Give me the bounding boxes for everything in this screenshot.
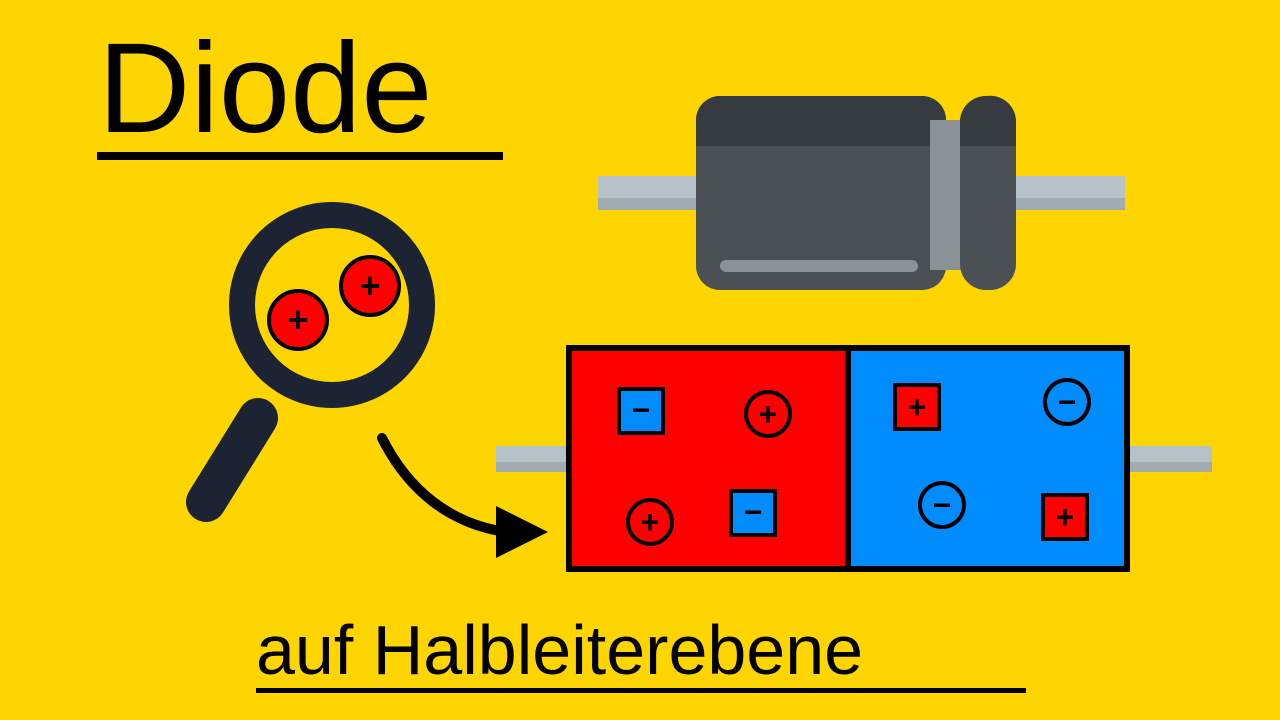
junction-lead-left-shadow xyxy=(496,462,572,472)
arrow-head xyxy=(496,506,548,558)
magnifying-glass-icon: + + xyxy=(186,202,435,522)
subtitle: auf Halbleiterebene xyxy=(256,611,864,689)
magnifier-charge-1-sign: + xyxy=(287,299,308,340)
p-ion-2 xyxy=(729,489,777,537)
p-ion-2-sign: − xyxy=(744,494,763,530)
p-hole-2 xyxy=(626,498,674,546)
magnifier-charge-2 xyxy=(339,255,401,317)
p-region xyxy=(569,348,848,569)
magnifier-charge-2-sign: + xyxy=(359,265,380,306)
p-hole-1 xyxy=(744,390,792,438)
n-electron-1-sign: − xyxy=(1058,384,1077,420)
p-hole-1-sign: + xyxy=(759,396,778,432)
pn-junction: − − + + + + − − xyxy=(496,345,1212,572)
page-title: Diode xyxy=(98,17,433,160)
p-ion-1-sign: − xyxy=(632,392,651,428)
diode-body-highlight xyxy=(696,96,946,146)
magnifier-charge-1 xyxy=(267,289,329,351)
n-ion-1-sign: + xyxy=(908,389,927,425)
n-electron-1 xyxy=(1043,378,1091,426)
n-ion-2 xyxy=(1041,493,1089,541)
diode-reflection xyxy=(720,260,918,272)
magnifier-handle xyxy=(186,398,278,522)
arrow-shaft xyxy=(377,433,511,537)
p-ion-1 xyxy=(617,387,665,435)
junction-lead-right-shadow xyxy=(1128,462,1212,472)
n-ion-2-sign: + xyxy=(1056,499,1075,535)
magnifier-ring xyxy=(229,202,435,408)
diode-component-icon xyxy=(598,95,1125,290)
diode-band-highlight xyxy=(960,95,1017,146)
curved-arrow-icon xyxy=(377,433,548,558)
n-electron-2 xyxy=(918,481,966,529)
n-ion-1 xyxy=(893,383,941,431)
diode-lead-right-shadow xyxy=(1005,198,1125,210)
diode-lead-left-shadow xyxy=(598,198,708,210)
n-electron-2-sign: − xyxy=(933,487,952,523)
p-hole-2-sign: + xyxy=(641,504,660,540)
title-underline xyxy=(97,152,503,160)
subtitle-underline xyxy=(256,688,1026,693)
